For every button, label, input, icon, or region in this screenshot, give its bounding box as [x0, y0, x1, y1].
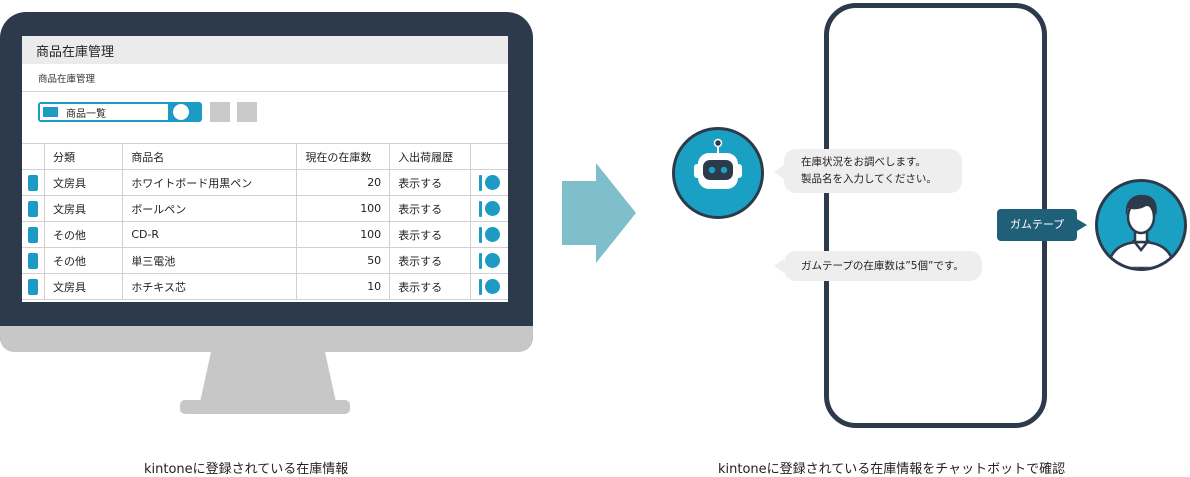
- dropdown-toggle-icon[interactable]: [173, 104, 189, 120]
- kintone-app-screen: 商品在庫管理 商品在庫管理 商品一覧 分類 商品名 現在の在庫数 入出荷履歴 文…: [22, 36, 508, 302]
- bot-message-1: 在庫状況をお調べします。 製品名を入力してください。: [784, 149, 962, 193]
- user-avatar: [1095, 179, 1187, 271]
- cell-stock: 20: [296, 169, 391, 196]
- table-row: その他 単三電池 50 表示する: [22, 247, 508, 274]
- user-message: ガムテープ: [997, 209, 1077, 241]
- delete-icon[interactable]: [484, 175, 500, 190]
- delete-icon[interactable]: [484, 201, 500, 216]
- cell-category: その他: [44, 221, 124, 248]
- cell-stock: 100: [296, 195, 391, 222]
- chatbot-avatar: [672, 127, 764, 219]
- cell-history-link[interactable]: 表示する: [389, 221, 471, 248]
- record-detail-icon[interactable]: [28, 200, 38, 217]
- record-detail-icon[interactable]: [28, 252, 38, 269]
- cell-category: 文房具: [44, 195, 124, 222]
- delete-icon[interactable]: [484, 227, 500, 242]
- cell-name: ホワイトボード用黒ペン: [122, 169, 298, 196]
- cell-stock: 100: [296, 221, 391, 248]
- table-row: 文房具 ボールペン 100 表示する: [22, 195, 508, 222]
- cell-name: CD-R: [122, 221, 298, 248]
- cell-stock: 10: [296, 273, 391, 300]
- edit-icon[interactable]: [478, 252, 482, 269]
- monitor-stand: [180, 352, 350, 414]
- app-header: 商品在庫管理: [22, 36, 508, 64]
- table-header-name: 商品名: [122, 143, 298, 170]
- robot-icon: [694, 138, 742, 189]
- cell-category: 文房具: [44, 273, 124, 300]
- table-header-category: 分類: [44, 143, 124, 170]
- breadcrumb[interactable]: 商品在庫管理: [38, 74, 96, 85]
- bubble-tail: [1077, 219, 1087, 231]
- table-header-history: 入出荷履歴: [389, 143, 471, 170]
- caption-left: kintoneに登録されている在庫情報: [144, 462, 349, 477]
- record-table: 分類 商品名 現在の在庫数 入出荷履歴 文房具 ホワイトボード用黒ペン 20 表…: [22, 143, 508, 300]
- table-header-actions: [470, 143, 508, 170]
- cell-history-link[interactable]: 表示する: [389, 169, 471, 196]
- bot-message-2: ガムテープの在庫数は”5個”です。: [784, 251, 982, 281]
- cell-name: ホチキス芯: [122, 273, 298, 300]
- table-header-stock: 現在の在庫数: [296, 143, 391, 170]
- table-row: 文房具 ホワイトボード用黒ペン 20 表示する: [22, 169, 508, 196]
- cell-category: その他: [44, 247, 124, 274]
- right-arrow-icon: [562, 163, 636, 263]
- cell-category: 文房具: [44, 169, 124, 196]
- bubble-tail: [774, 165, 784, 179]
- cell-history-link[interactable]: 表示する: [389, 195, 471, 222]
- edit-icon[interactable]: [478, 278, 482, 295]
- edit-icon[interactable]: [478, 200, 482, 217]
- cell-history-link[interactable]: 表示する: [389, 273, 471, 300]
- bot-message-1-line2: 製品名を入力してください。: [801, 173, 937, 185]
- caption-right: kintoneに登録されている在庫情報をチャットボットで確認: [718, 462, 1066, 477]
- person-icon: [1106, 194, 1176, 268]
- bot-message-1-line1: 在庫状況をお調べします。: [801, 156, 926, 168]
- monitor-chin: [0, 326, 533, 352]
- edit-icon[interactable]: [478, 226, 482, 243]
- bubble-tail: [774, 259, 784, 273]
- cell-name: ボールペン: [122, 195, 298, 222]
- table-header-row: 分類 商品名 現在の在庫数 入出荷履歴: [22, 143, 508, 170]
- graph-button[interactable]: [210, 102, 230, 122]
- table-header-blank: [22, 143, 45, 170]
- table-row: その他 CD-R 100 表示する: [22, 221, 508, 248]
- list-view-icon: [43, 107, 58, 117]
- app-title: 商品在庫管理: [36, 45, 115, 60]
- view-select-label: 商品一覧: [66, 109, 106, 120]
- settings-button[interactable]: [237, 102, 257, 122]
- cell-name: 単三電池: [122, 247, 298, 274]
- delete-icon[interactable]: [484, 253, 500, 268]
- delete-icon[interactable]: [484, 279, 500, 294]
- table-row: 文房具 ホチキス芯 10 表示する: [22, 273, 508, 300]
- cell-history-link[interactable]: 表示する: [389, 247, 471, 274]
- edit-icon[interactable]: [478, 174, 482, 191]
- divider: [22, 91, 508, 92]
- record-detail-icon[interactable]: [28, 174, 38, 191]
- cell-stock: 50: [296, 247, 391, 274]
- record-detail-icon[interactable]: [28, 278, 38, 295]
- record-detail-icon[interactable]: [28, 226, 38, 243]
- view-select-field: 商品一覧: [40, 104, 168, 120]
- view-select-dropdown[interactable]: 商品一覧: [38, 102, 202, 122]
